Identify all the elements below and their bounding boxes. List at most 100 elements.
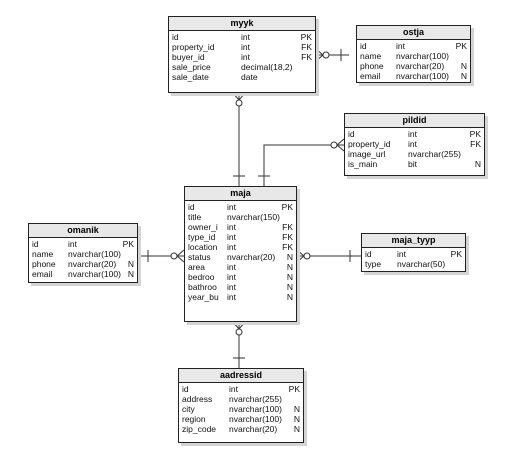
- column-key: FK: [301, 52, 312, 62]
- column-key: FK: [301, 42, 312, 52]
- column-key: N: [286, 272, 293, 282]
- column-row[interactable]: type nvarchar(50): [362, 259, 465, 269]
- column-type: nvarchar(20): [68, 259, 117, 269]
- column-key: N: [293, 424, 300, 434]
- column-name: type_id: [188, 232, 216, 242]
- column-type: int: [227, 232, 236, 242]
- column-name: location: [188, 242, 218, 252]
- column-name: title: [188, 212, 202, 222]
- column-key: N: [127, 259, 134, 269]
- column-key: N: [474, 159, 481, 169]
- column-name: id: [32, 239, 39, 249]
- column-name: property_id: [348, 139, 391, 149]
- column-type: int: [227, 242, 236, 252]
- column-key: PK: [455, 41, 467, 51]
- column-name: address: [182, 394, 213, 404]
- column-type: nvarchar(255): [229, 394, 282, 404]
- entity-title: maja_tyyp: [362, 234, 465, 248]
- column-type: nvarchar(20): [229, 424, 278, 434]
- column-type: nvarchar(20): [396, 61, 445, 71]
- column-row[interactable]: type_id int FK: [185, 232, 296, 242]
- column-name: sale_date: [172, 72, 209, 82]
- column-row[interactable]: address nvarchar(255): [179, 394, 303, 404]
- column-type: int: [396, 41, 405, 51]
- column-type: nvarchar(100): [229, 404, 282, 414]
- column-key: N: [286, 292, 293, 302]
- column-key: FK: [282, 232, 293, 242]
- entity-title: aadressid: [179, 369, 303, 383]
- column-row[interactable]: is_main bit N: [345, 159, 484, 169]
- column-name: id: [348, 129, 355, 139]
- rel-maja-aadressid: [232, 321, 246, 368]
- column-name: email: [32, 269, 53, 279]
- column-name: type: [365, 259, 382, 269]
- column-name: area: [188, 262, 206, 272]
- column-name: bathroo: [188, 282, 217, 292]
- column-name: sale_price: [172, 62, 211, 72]
- column-name: phone: [360, 61, 384, 71]
- column-name: is_main: [348, 159, 378, 169]
- column-name: buyer_id: [172, 52, 205, 62]
- column-name: city: [182, 404, 195, 414]
- column-name: zip_code: [182, 424, 217, 434]
- column-key: PK: [288, 384, 300, 394]
- column-type: nvarchar(50): [397, 259, 446, 269]
- column-key: PK: [450, 249, 462, 259]
- column-name: image_url: [348, 149, 386, 159]
- column-name: status: [188, 252, 211, 262]
- column-type: nvarchar(100): [396, 51, 449, 61]
- column-name: id: [365, 249, 372, 259]
- column-type: int: [408, 139, 417, 149]
- column-key: N: [293, 414, 300, 424]
- column-type: int: [227, 292, 236, 302]
- column-name: property_id: [172, 42, 215, 52]
- column-key: PK: [469, 129, 481, 139]
- column-row[interactable]: zip_code nvarchar(20) N: [179, 424, 303, 434]
- entity-title: ostja: [357, 26, 470, 40]
- rel-myyk-maja: [232, 92, 246, 186]
- entity-title: maja: [185, 187, 296, 201]
- column-type: int: [227, 222, 236, 232]
- column-type: int: [227, 282, 236, 292]
- column-type: bit: [408, 159, 417, 169]
